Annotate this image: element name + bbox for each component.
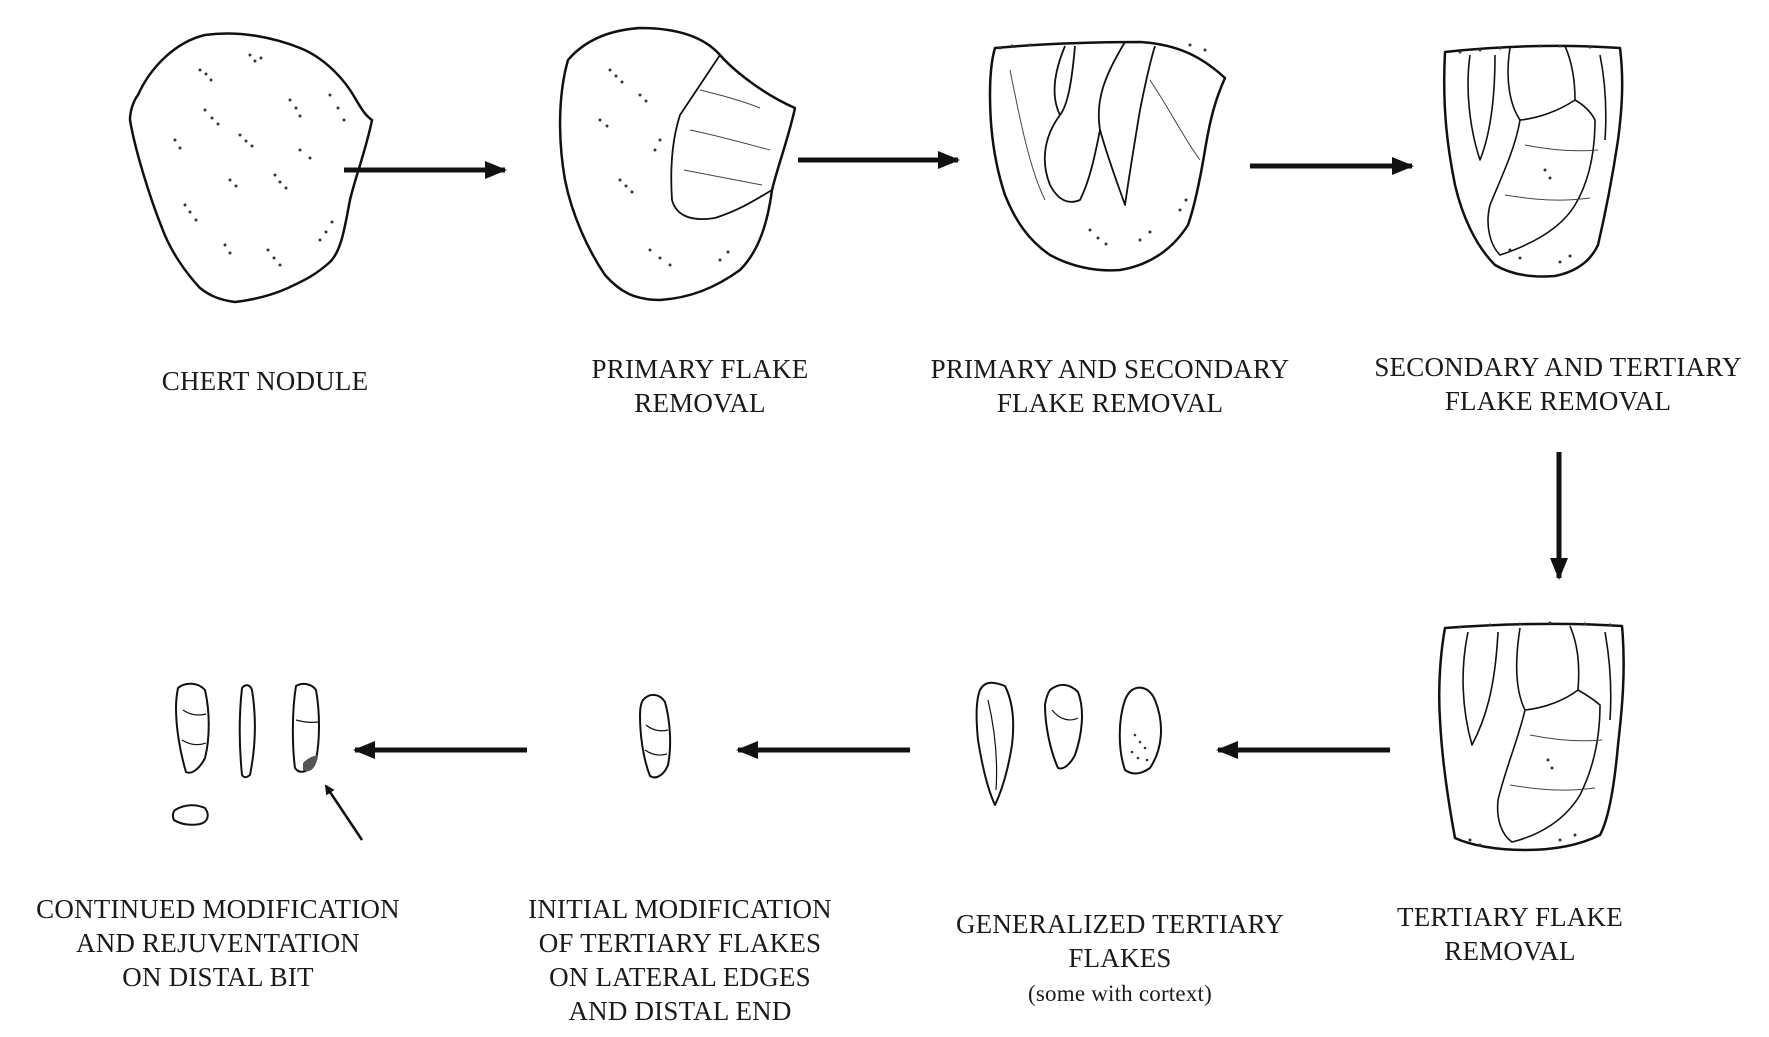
primary-flake-removal-drawing (560, 28, 795, 300)
label-primary-secondary-removal: PRIMARY AND SECONDARY FLAKE REMOVAL (900, 352, 1320, 420)
chert-nodule-drawing (130, 33, 372, 302)
label-tertiary-flake-removal: TERTIARY FLAKE REMOVAL (1370, 900, 1650, 968)
label-continued-modification: CONTINUED MODIFICATION AND REJUVENTATION… (8, 892, 428, 994)
generalized-tertiary-flakes-drawing (977, 683, 1161, 805)
secondary-tertiary-removal-drawing (1444, 45, 1622, 277)
continued-modification-drawing (173, 684, 319, 825)
tertiary-flake-removal-drawing (1439, 622, 1623, 851)
label-secondary-tertiary-removal: SECONDARY AND TERTIARY FLAKE REMOVAL (1353, 350, 1763, 418)
label-primary-flake-removal: PRIMARY FLAKE REMOVAL (560, 352, 840, 420)
label-chert-nodule: CHERT NODULE (130, 364, 400, 398)
flow-arrows (344, 160, 1559, 750)
primary-secondary-removal-drawing (990, 42, 1225, 270)
label-generalized-tertiary-flakes: GENERALIZED TERTIARY FLAKES (some with c… (920, 907, 1320, 1011)
initial-modification-drawing (640, 695, 670, 777)
label-initial-modification: INITIAL MODIFICATION OF TERTIARY FLAKES … (490, 892, 870, 1028)
distal-bit-pointer-arrow (326, 786, 362, 840)
